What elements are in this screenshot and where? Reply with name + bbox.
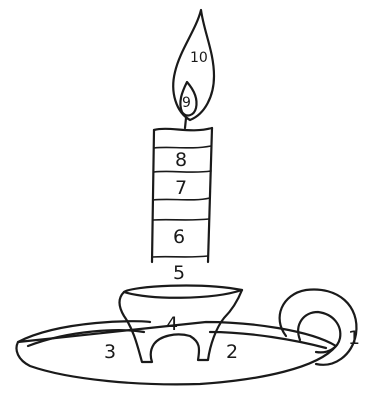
label-9: 9 xyxy=(182,95,191,111)
label-7: 7 xyxy=(175,177,187,199)
label-3: 3 xyxy=(104,341,116,363)
handle-outer xyxy=(280,289,357,364)
label-6: 6 xyxy=(173,226,185,248)
candle-top xyxy=(154,128,212,130)
cup-rim xyxy=(124,290,242,298)
candle-segment-line-2 xyxy=(154,171,211,172)
candle-left-edge xyxy=(152,130,154,262)
label-1: 1 xyxy=(348,327,360,349)
label-8: 8 xyxy=(175,149,187,171)
candle-segment-line-5 xyxy=(152,256,208,257)
candle-right-edge xyxy=(208,128,212,262)
label-2: 2 xyxy=(226,341,238,363)
label-4: 4 xyxy=(166,313,178,335)
wick xyxy=(185,118,186,128)
label-10: 10 xyxy=(190,50,208,66)
candle-segment-line-4 xyxy=(153,219,209,220)
label-5: 5 xyxy=(173,262,185,284)
candle-segment-line-1 xyxy=(154,146,211,148)
